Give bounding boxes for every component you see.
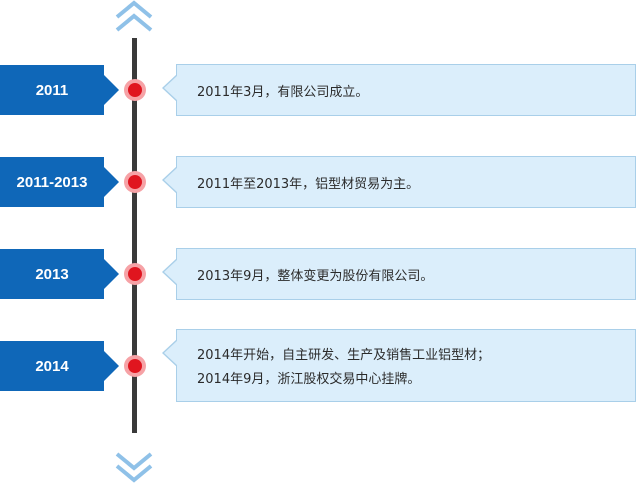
event-text: 2011年3月，有限公司成立。 xyxy=(197,84,369,100)
event-text: 2011年至2013年，铝型材贸易为主。 xyxy=(197,176,420,192)
event-text: 2014年9月，浙江股权交易中心挂牌。 xyxy=(197,372,421,387)
event-card-2011-2013: 2011年至2013年，铝型材贸易为主。 xyxy=(162,156,636,208)
year-badge-2013: 2013 xyxy=(0,249,119,299)
timeline-marker-dot xyxy=(124,355,146,377)
event-card-2011: 2011年3月，有限公司成立。 xyxy=(162,64,636,116)
event-text: 2013年9月，整体变更为股份有限公司。 xyxy=(197,268,434,284)
year-badge-2011: 2011 xyxy=(0,65,119,115)
event-card-2013: 2013年9月，整体变更为股份有限公司。 xyxy=(162,248,636,300)
event-text: 2014年开始，自主研发、生产及销售工业铝型材； xyxy=(197,348,491,363)
scroll-up-chevron-icon[interactable] xyxy=(114,0,154,34)
timeline-marker-dot xyxy=(124,79,146,101)
timeline-axis-line xyxy=(132,38,137,433)
scroll-down-chevron-icon[interactable] xyxy=(114,450,154,484)
timeline-marker-dot xyxy=(124,171,146,193)
event-card-2014: 2014年开始，自主研发、生产及销售工业铝型材； 2014年9月，浙江股权交易中… xyxy=(162,329,636,402)
year-badge-2011-2013: 2011-2013 xyxy=(0,157,119,207)
timeline-marker-dot xyxy=(124,263,146,285)
year-badge-2014: 2014 xyxy=(0,341,119,391)
